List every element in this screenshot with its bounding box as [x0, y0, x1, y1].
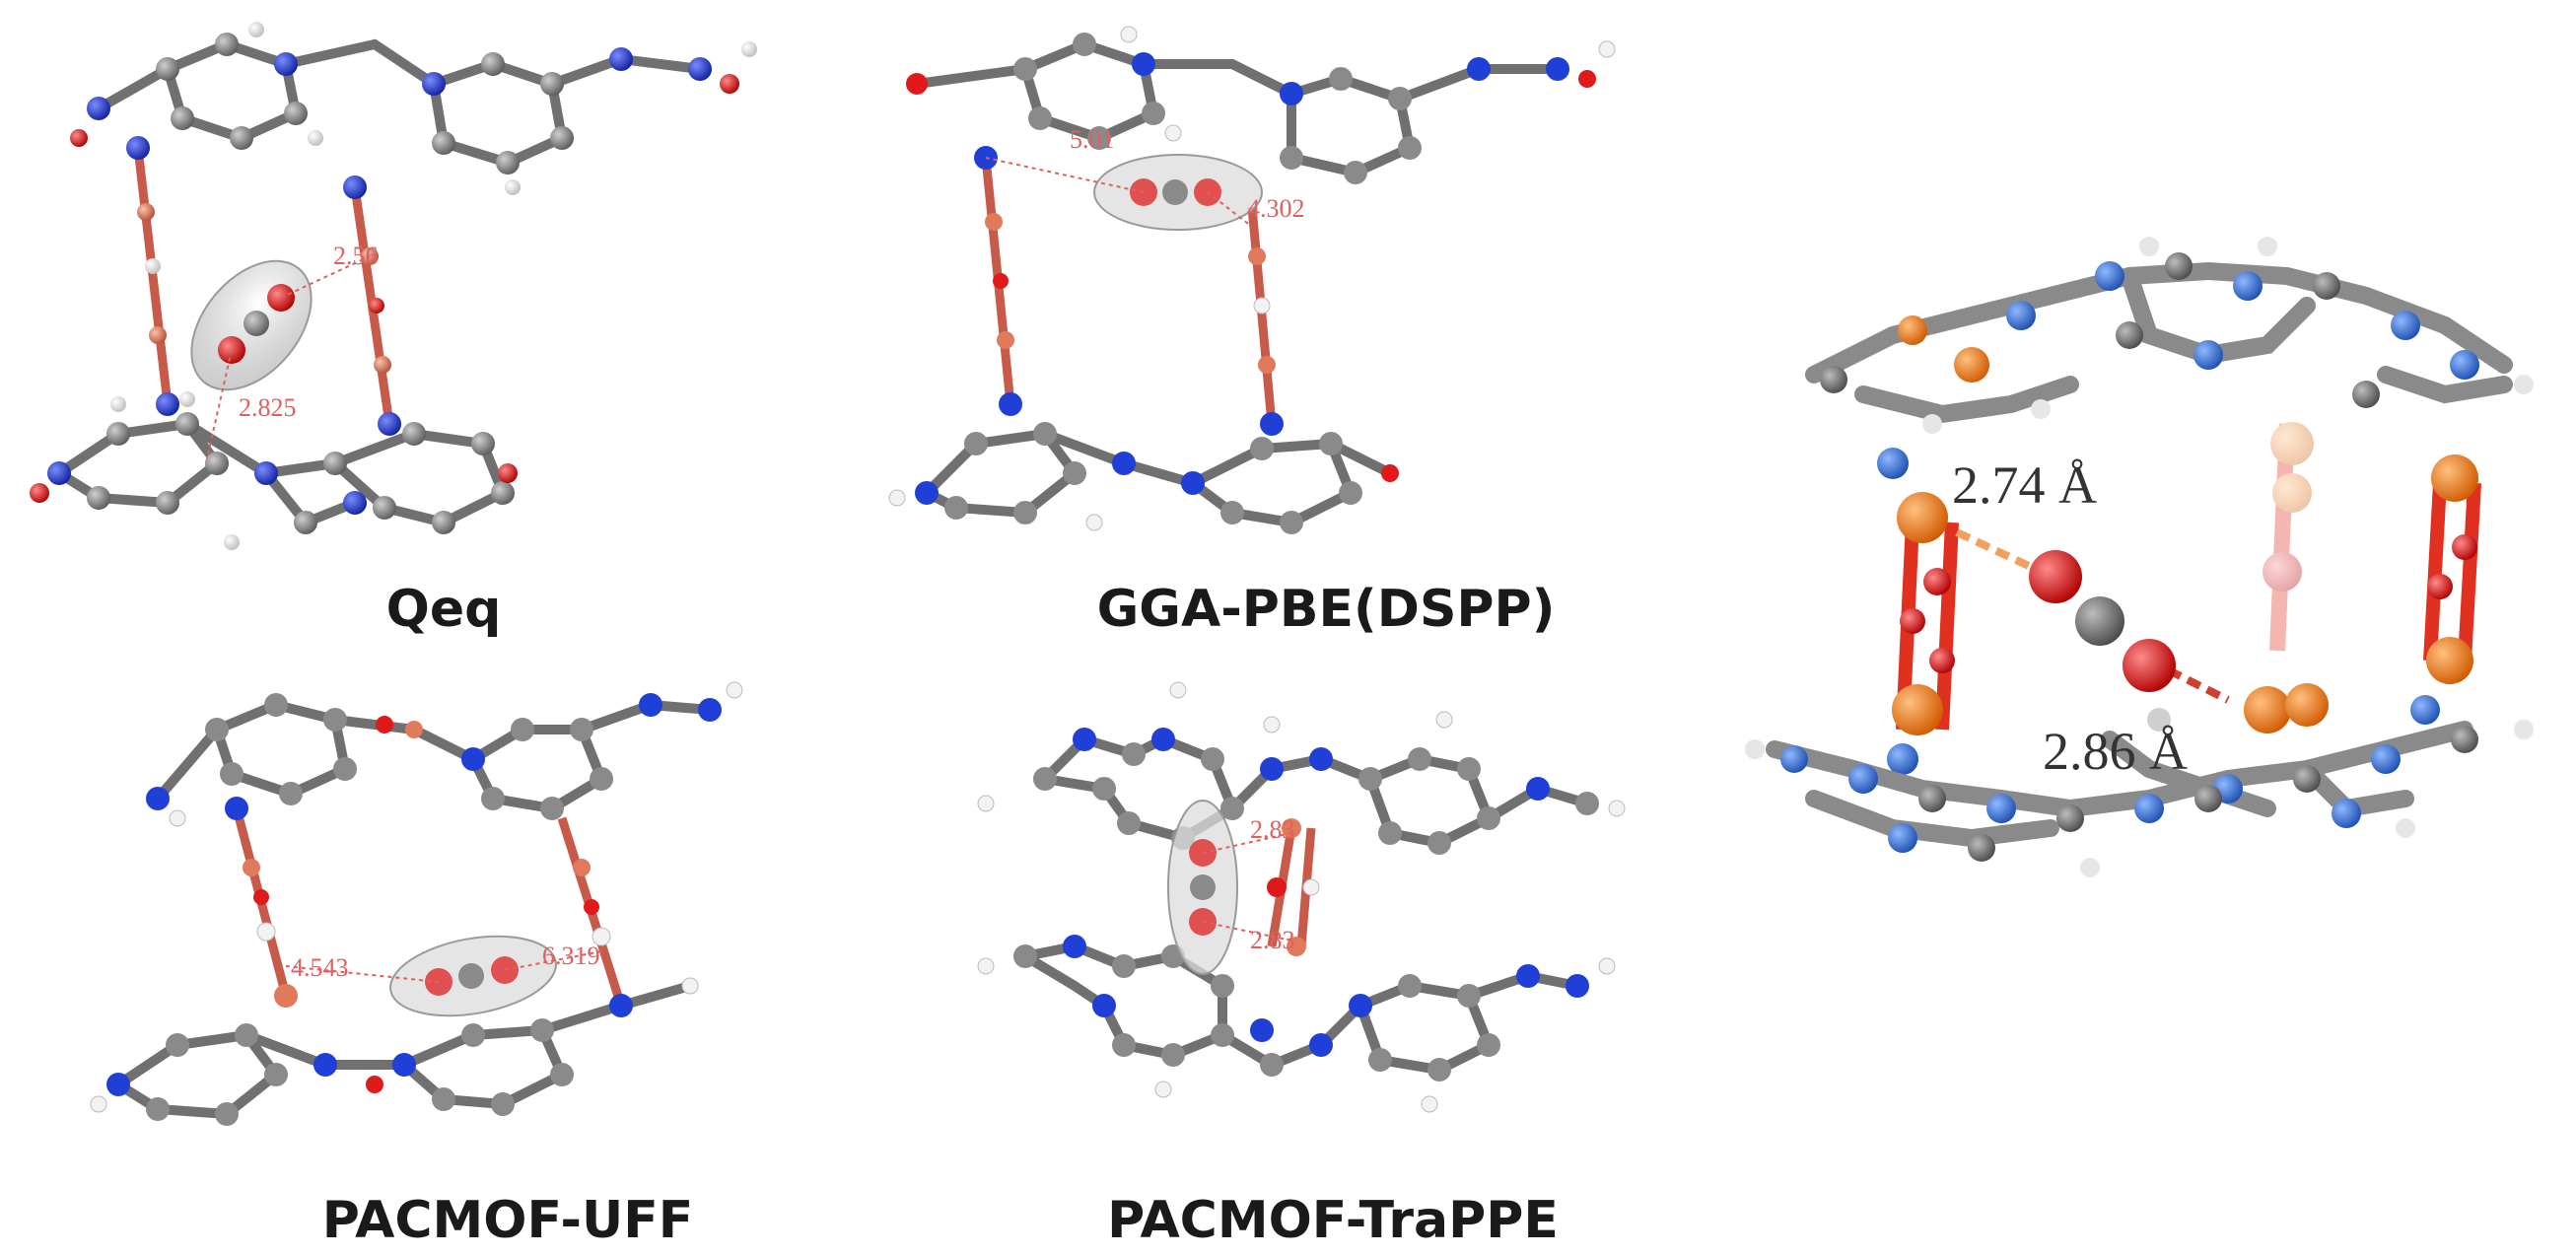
distance-label: 2.825	[239, 393, 297, 422]
co2-molecule	[389, 935, 557, 1017]
gga-structure: 5.01 4.302	[888, 26, 1616, 534]
atoms	[90, 681, 743, 1126]
bottom-atoms	[1745, 683, 2534, 877]
distance-label: 2.56	[333, 242, 379, 270]
distance-label: 4.302	[1247, 194, 1305, 223]
upper-linker	[154, 699, 711, 814]
co2-molecule	[1093, 154, 1263, 231]
panel-render: 2.74 Å 2.86 Å	[1715, 217, 2563, 946]
distance-label: 2.83	[1250, 815, 1295, 844]
right-pillar-atoms	[2410, 454, 2478, 725]
distance-label: 4.543	[291, 953, 349, 982]
back-pillar	[2263, 422, 2314, 652]
distance-label: 6.319	[542, 942, 600, 970]
atoms	[977, 681, 1626, 1113]
distance-label: 2.74 Å	[1952, 455, 2097, 515]
uff-structure: 4.543 6.319	[90, 681, 743, 1126]
qeq-structure: 2.56 2.825	[30, 22, 757, 550]
co2-molecule	[1955, 528, 2230, 704]
distance-label: 2.83	[1250, 926, 1295, 954]
caption-uff: PACMOF-UFF	[321, 1191, 694, 1250]
atoms	[888, 26, 1616, 534]
distance-lines	[985, 157, 1253, 228]
trappe-structure: 2.83 2.83	[977, 681, 1626, 1113]
distance-lines	[1202, 832, 1297, 943]
top-atoms	[1820, 237, 2534, 434]
distance-lines	[285, 950, 602, 983]
atoms	[30, 22, 757, 550]
right-pillar	[2423, 482, 2481, 662]
distance-label: 5.01	[1070, 125, 1115, 154]
co2-molecule	[190, 259, 313, 391]
upper-linker	[916, 38, 1558, 178]
caption-qeq: Qeq	[385, 580, 502, 639]
panel-qeq: 2.56 2.825	[20, 10, 828, 562]
panel-uff: 4.543 6.319	[79, 651, 828, 1163]
panel-trappe: 2.83 2.83	[966, 651, 1656, 1124]
caption-trappe: PACMOF-TraPPE	[1107, 1191, 1559, 1250]
co2-molecule	[1167, 800, 1238, 975]
render-structure: 2.74 Å 2.86 Å	[1745, 237, 2534, 877]
distance-lines	[206, 255, 371, 459]
left-pillar-atoms	[1877, 448, 1955, 775]
caption-gga: GGA-PBE(DSPP)	[1096, 580, 1556, 639]
panel-gga: 5.01 4.302	[877, 10, 1686, 562]
distance-label: 2.86 Å	[2043, 722, 2188, 781]
